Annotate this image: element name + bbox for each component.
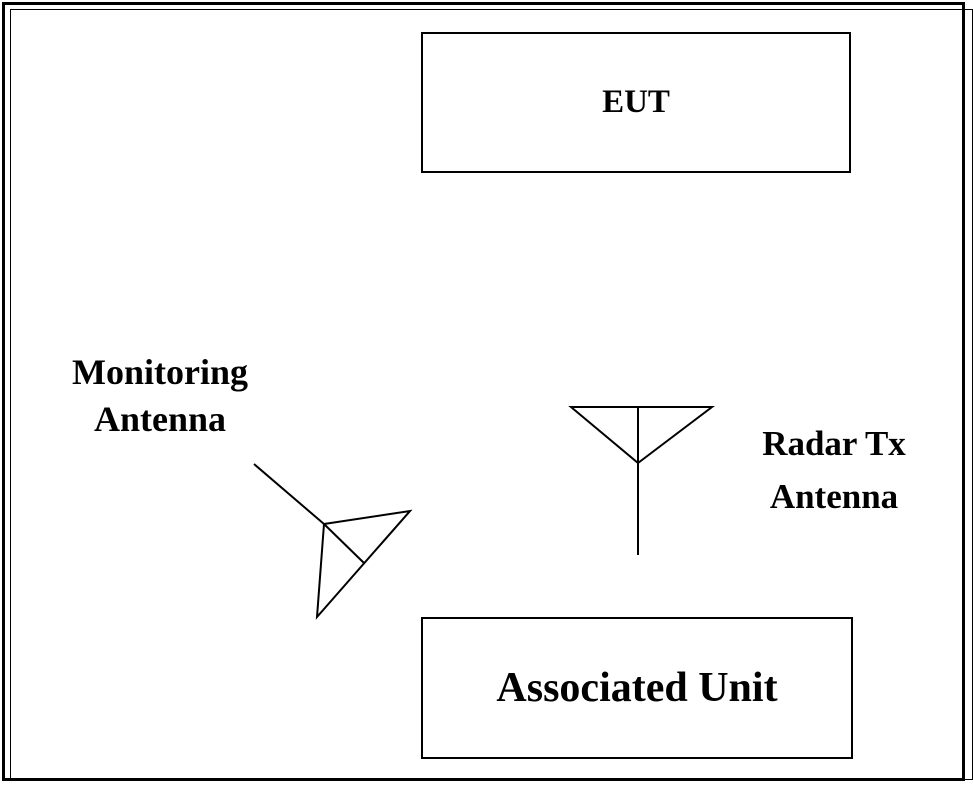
radar-tx-antenna-label: Radar Tx Antenna xyxy=(744,418,924,523)
eut-label: EUT xyxy=(602,84,670,120)
monitoring-antenna-mast xyxy=(253,463,325,525)
monitoring-antenna-center-line xyxy=(323,523,365,564)
associated-unit-box: Associated Unit xyxy=(421,617,853,759)
monitoring-antenna-label-line-2: Antenna xyxy=(93,398,227,439)
monitoring-antenna-icon xyxy=(253,463,413,620)
monitoring-antenna-label: Monitoring Antenna xyxy=(40,349,280,443)
eut-box: EUT xyxy=(421,32,851,173)
radar-tx-antenna-label-line-1: Radar Tx xyxy=(762,424,906,463)
radar-tx-antenna-icon xyxy=(568,406,715,555)
monitoring-antenna-horn xyxy=(315,509,413,620)
associated-unit-label: Associated Unit xyxy=(496,665,778,711)
radar-tx-antenna-horn xyxy=(568,406,715,465)
radar-tx-antenna-label-line-2: Antenna xyxy=(769,476,899,516)
monitoring-antenna-label-line-1: Monitoring xyxy=(72,352,248,392)
